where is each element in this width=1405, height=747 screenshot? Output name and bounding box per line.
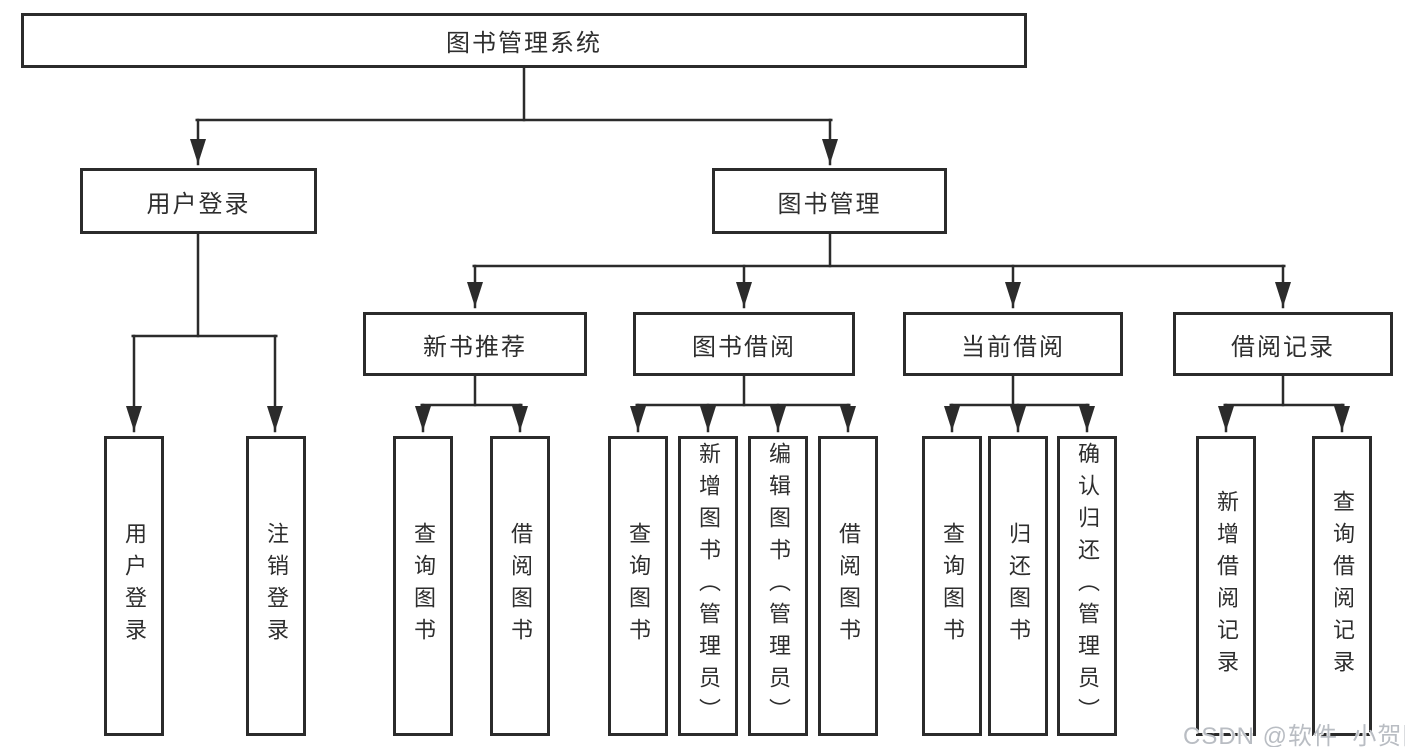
node-current-borrow: 当前借阅 bbox=[903, 312, 1123, 376]
leaf-label: 新增图书（管理员） bbox=[696, 442, 721, 730]
leaf-label: 借阅图书 bbox=[508, 522, 533, 650]
node-label: 图书借阅 bbox=[692, 333, 796, 361]
leaf-label: 查询图书 bbox=[940, 522, 965, 650]
leaf-query-books-current: 查询图书 bbox=[922, 436, 982, 736]
leaf-label: 新增借阅记录 bbox=[1214, 490, 1239, 682]
node-label: 新书推荐 bbox=[423, 333, 527, 361]
leaf-borrow-books: 借阅图书 bbox=[818, 436, 878, 736]
leaf-label: 查询借阅记录 bbox=[1330, 490, 1355, 682]
node-label: 当前借阅 bbox=[961, 333, 1065, 361]
leaf-label: 查询图书 bbox=[626, 522, 651, 650]
leaf-borrow-books-recommend: 借阅图书 bbox=[490, 436, 550, 736]
leaf-add-books-admin: 新增图书（管理员） bbox=[678, 436, 738, 736]
node-label: 借阅记录 bbox=[1231, 333, 1335, 361]
leaf-user-login: 用户登录 bbox=[104, 436, 164, 736]
leaf-label: 借阅图书 bbox=[836, 522, 861, 650]
node-book-management: 图书管理 bbox=[712, 168, 947, 234]
leaf-confirm-return-admin: 确认归还（管理员） bbox=[1057, 436, 1117, 736]
node-label: 图书管理系统 bbox=[446, 30, 602, 57]
node-library-system: 图书管理系统 bbox=[21, 13, 1027, 68]
leaf-logout: 注销登录 bbox=[246, 436, 306, 736]
watermark: CSDN @软件_小贺同学 bbox=[1183, 723, 1405, 747]
leaf-label: 注销登录 bbox=[264, 522, 289, 650]
leaf-label: 用户登录 bbox=[122, 522, 147, 650]
node-user-login: 用户登录 bbox=[80, 168, 317, 234]
node-book-borrow: 图书借阅 bbox=[633, 312, 855, 376]
leaf-add-borrow-record: 新增借阅记录 bbox=[1196, 436, 1256, 736]
leaf-label: 归还图书 bbox=[1006, 522, 1031, 650]
leaf-label: 查询图书 bbox=[411, 522, 436, 650]
leaf-query-borrow-record: 查询借阅记录 bbox=[1312, 436, 1372, 736]
leaf-query-books-recommend: 查询图书 bbox=[393, 436, 453, 736]
leaf-label: 确认归还（管理员） bbox=[1075, 442, 1100, 730]
node-label: 用户登录 bbox=[146, 190, 251, 218]
leaf-return-books: 归还图书 bbox=[988, 436, 1048, 736]
node-borrow-records: 借阅记录 bbox=[1173, 312, 1393, 376]
leaf-label: 编辑图书（管理员） bbox=[766, 442, 791, 730]
leaf-query-books-borrow: 查询图书 bbox=[608, 436, 668, 736]
node-label: 图书管理 bbox=[777, 190, 882, 218]
node-new-book-recommend: 新书推荐 bbox=[363, 312, 587, 376]
leaf-edit-books-admin: 编辑图书（管理员） bbox=[748, 436, 808, 736]
